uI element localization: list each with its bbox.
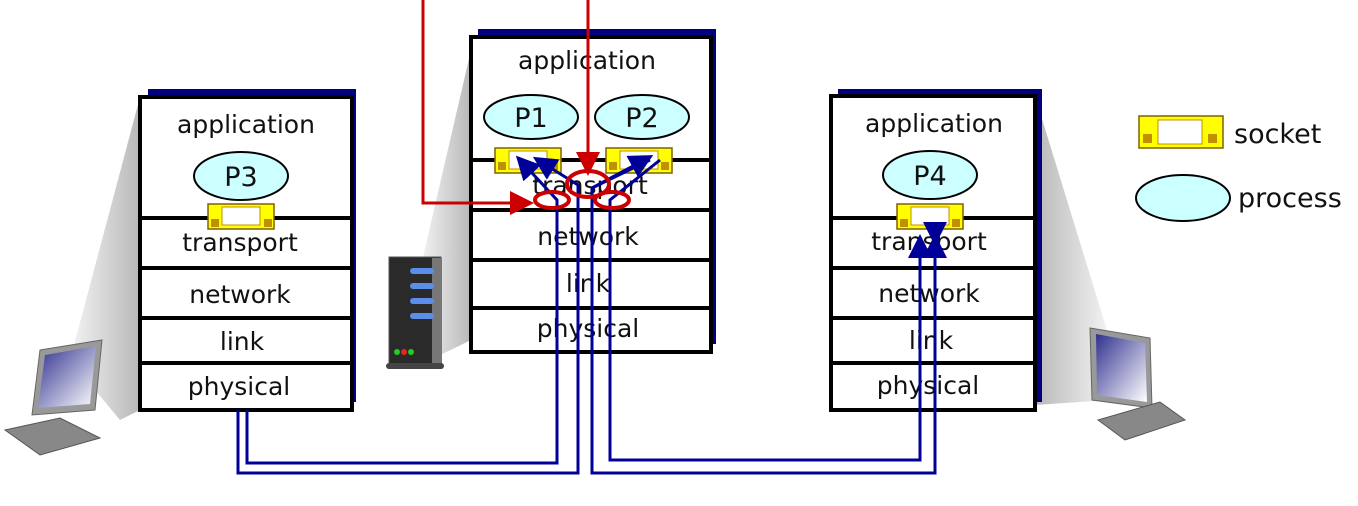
desktop-computer-icon bbox=[3, 339, 103, 456]
layer-physical: physical bbox=[877, 371, 980, 400]
legend-process-label: process bbox=[1238, 183, 1342, 214]
left-beam bbox=[70, 97, 140, 420]
legend: socket process bbox=[1135, 115, 1342, 222]
layer-network: network bbox=[189, 280, 291, 309]
legend-socket-label: socket bbox=[1234, 119, 1321, 150]
layer-application: application bbox=[865, 109, 1003, 138]
desktop-computer-icon bbox=[1089, 327, 1187, 441]
socket-icon bbox=[1138, 115, 1224, 149]
process-label: P1 bbox=[514, 103, 547, 134]
link-paths bbox=[236, 155, 947, 475]
process-p1 bbox=[483, 94, 579, 140]
layer-transport: transport bbox=[182, 228, 298, 257]
layer-network: network bbox=[878, 279, 980, 308]
layer-link: link bbox=[566, 269, 611, 298]
process-label: P2 bbox=[625, 103, 658, 134]
demux-markers bbox=[421, 0, 631, 215]
layer-application: application bbox=[177, 110, 315, 139]
process-legend-icon bbox=[1135, 174, 1231, 222]
process-p3 bbox=[193, 151, 289, 201]
layer-network: network bbox=[537, 222, 639, 251]
process-label: P4 bbox=[913, 161, 946, 192]
layer-link: link bbox=[909, 326, 954, 355]
server-icon bbox=[386, 256, 444, 369]
layer-link: link bbox=[220, 327, 265, 356]
process-label: P3 bbox=[224, 162, 257, 193]
process-p4 bbox=[882, 150, 978, 200]
socket-icon bbox=[207, 203, 275, 230]
left-host-stack: application transport network link physi… bbox=[138, 89, 356, 412]
socket-icon bbox=[896, 203, 964, 230]
layer-physical: physical bbox=[537, 314, 640, 343]
layer-transport: transport bbox=[871, 227, 987, 256]
socket-icon bbox=[605, 147, 673, 174]
right-host-stack: application transport network link physi… bbox=[829, 89, 1042, 412]
process-p2 bbox=[594, 94, 690, 140]
layer-physical: physical bbox=[188, 372, 291, 401]
